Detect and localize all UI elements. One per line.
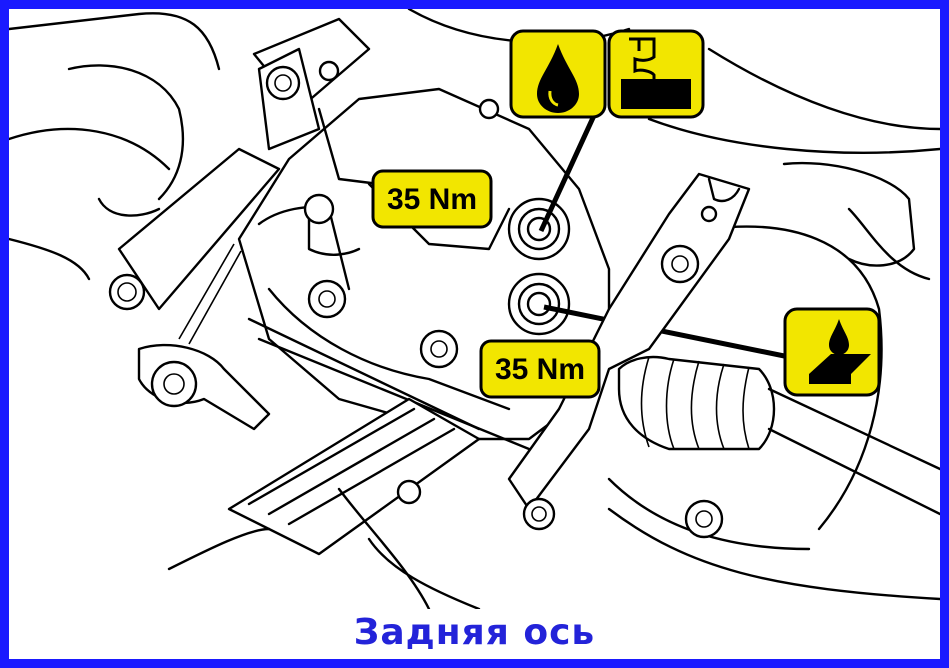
oil-drop-icon xyxy=(509,29,607,119)
torque-badge-upper: 35 Nm xyxy=(371,169,493,229)
torque-label-lower: 35 Nm xyxy=(495,353,585,386)
torque-label-upper: 35 Nm xyxy=(387,183,477,216)
torque-badge-lower: 35 Nm xyxy=(479,339,601,399)
wrench-icon xyxy=(607,29,705,119)
sealant-tray-icon xyxy=(783,307,881,397)
diagram-caption: Задняя ось xyxy=(353,612,596,653)
rear-axle-diagram: 35 Nm 35 Nm xyxy=(9,9,940,609)
